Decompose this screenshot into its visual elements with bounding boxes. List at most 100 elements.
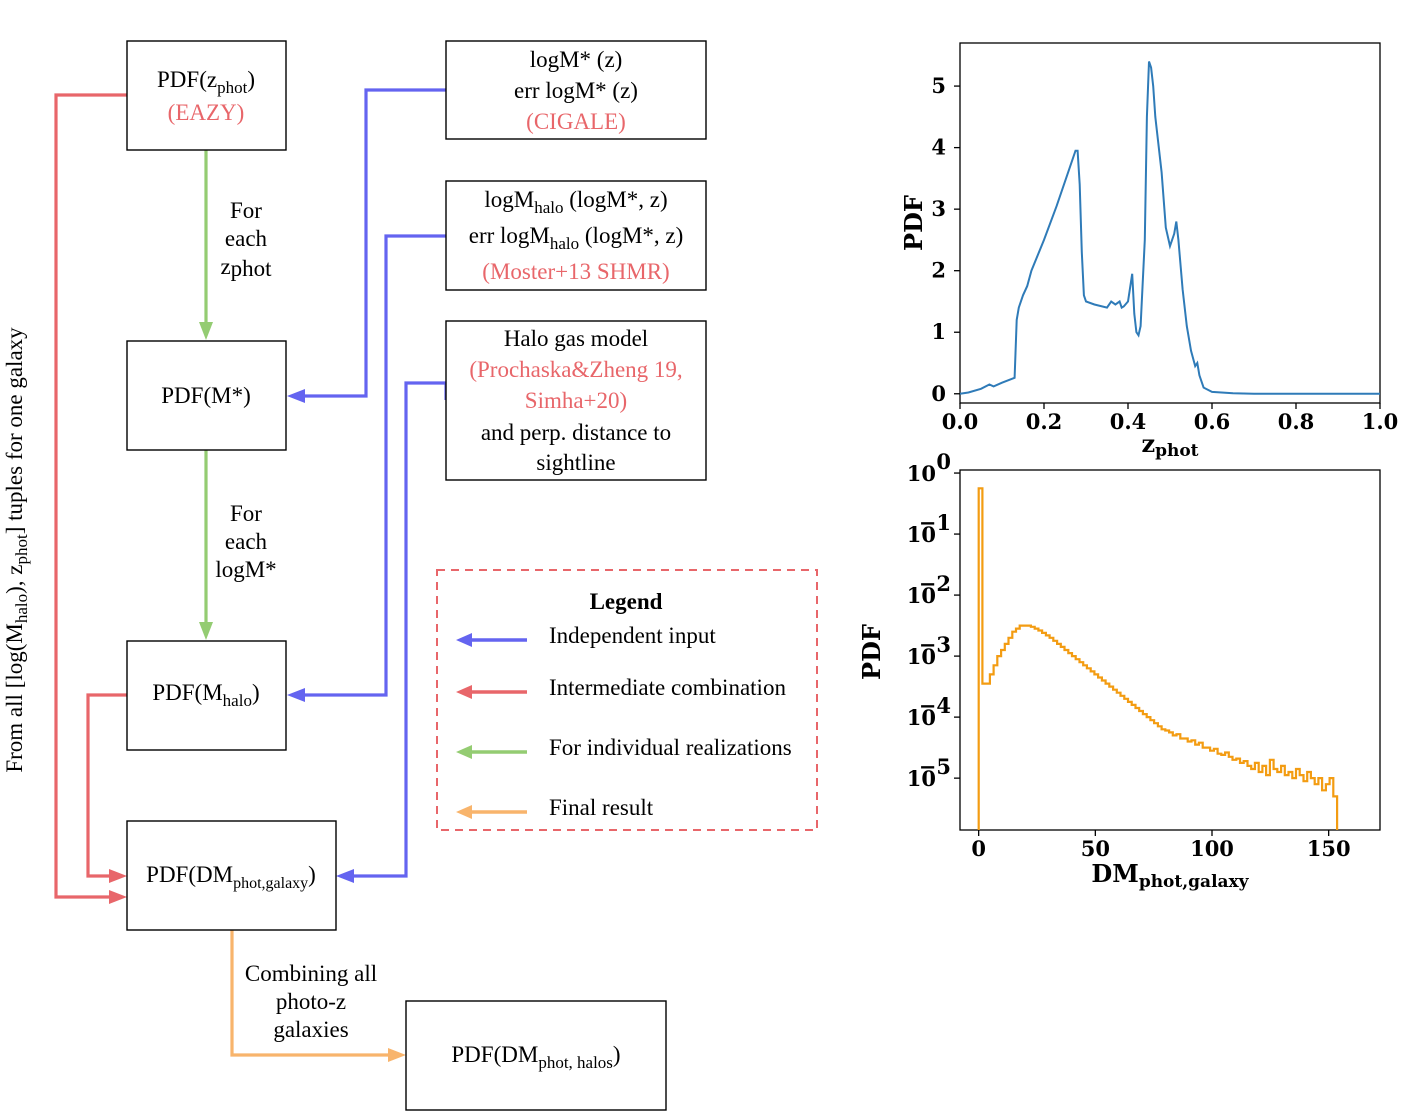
edge-logm-l2: each [225, 529, 268, 554]
chart1-xtick-label-5: 1.0 [1362, 409, 1399, 434]
svg-text:PDF(DMphot,galaxy): PDF(DMphot,galaxy) [146, 862, 316, 892]
chart1-ytick-label-1: 1 [931, 319, 946, 344]
halo-gas-source1: (Prochaska&Zheng 19, [469, 357, 682, 382]
chart2-ytick-label-3: 10 [907, 644, 936, 669]
arrowhead-shmr-to-mhalo [287, 688, 305, 702]
halo-gas-source2: Simha+20) [525, 388, 627, 413]
chart1-ytick-label-3: 3 [931, 196, 946, 221]
side-label-post: ] tuples for one galaxy [2, 327, 27, 534]
chart2-ytick-exp-2: −2 [919, 571, 951, 596]
chart1-xlabel: zphot [1141, 429, 1198, 461]
chart1-frame [959, 42, 1381, 404]
halo-gas-line1: Halo gas model [504, 326, 648, 351]
legend-label-0: Independent input [549, 623, 716, 648]
box-logm-star: logM* (z) err logM* (z) (CIGALE) [445, 40, 707, 140]
arrowhead-zphot-to-dm-galaxy [109, 890, 127, 904]
logm-halo-line2-pre: err logM [469, 223, 550, 248]
chart2-xtick-label-0: 0 [971, 836, 986, 861]
chart2-ytick-exp-1: −1 [919, 510, 951, 535]
pdf-mhalo-sub: halo [223, 691, 252, 710]
box-pdf-zphot: PDF(zphot) (EAZY) [126, 40, 287, 151]
arrowhead-mhalo-to-dm-galaxy [109, 869, 127, 883]
arrowhead-mstar-to-mhalo [199, 622, 213, 640]
pdf-dm-halos-post: ) [613, 1042, 621, 1067]
chart2-xlabel: DMphot,galaxy [1091, 859, 1249, 892]
chart1-ytick-label-4: 4 [931, 135, 946, 160]
chart2-ytick-label-0: 10 [907, 461, 936, 486]
edge-combining-l1: Combining all [245, 961, 377, 986]
logm-halo-source: (Moster+13 SHMR) [482, 259, 669, 284]
svg-text:err logMhalo (logM*, z): err logMhalo (logM*, z) [469, 223, 684, 253]
chart1-series-line [959, 61, 1380, 395]
edge-label-combining: Combining all photo-z galaxies [245, 961, 377, 1042]
arrowhead-cigale-to-mstar [287, 389, 305, 403]
chart2-histogram-steps [977, 487, 1339, 830]
chart2-xlabel-sub: phot,galaxy [1139, 872, 1250, 892]
chart2-ytick-label-4: 10 [907, 705, 936, 730]
svg-text:PDF(zphot): PDF(zphot) [157, 67, 255, 97]
logm-halo-line2-sub: halo [550, 234, 579, 253]
edge-combining-l3: galaxies [273, 1017, 348, 1042]
chart2-ytick-exp-3: −3 [919, 632, 951, 657]
chart2-xtick-label-1: 50 [1081, 836, 1110, 861]
edge-combining-l2: photo-z [276, 989, 346, 1014]
legend-frame [436, 569, 818, 831]
pdf-dm-galaxy-pre: PDF(DM [146, 862, 233, 887]
edge-cigale-to-mstar [305, 88, 446, 398]
logm-star-line2: err logM* (z) [514, 78, 638, 103]
halo-gas-line4: sightline [536, 450, 615, 475]
chart1-ytick-label-0: 0 [931, 381, 946, 406]
logm-halo-line2-post: (logM*, z) [579, 223, 683, 248]
logm-halo-line1-post: (logM*, z) [564, 187, 668, 212]
legend-label-3: Final result [549, 795, 654, 820]
edge-shmr-to-mhalo [305, 234, 446, 697]
chart2-ylabel: PDF [857, 624, 886, 680]
legend-label-2: For individual realizations [549, 735, 792, 760]
edge-zphot-l1: For [230, 198, 262, 223]
arrowhead-gas-to-dm-galaxy [336, 869, 354, 883]
chart1-xtick-label-3: 0.6 [1194, 409, 1231, 434]
box-logm-halo: logMhalo (logM*, z) err logMhalo (logM*,… [445, 180, 707, 291]
edge-zphot-l3-main: z [220, 254, 230, 279]
box-pdf-mstar: PDF(M*) [126, 340, 287, 451]
pdf-dm-halos-pre: PDF(DM [451, 1042, 538, 1067]
halo-gas-line3: and perp. distance to [481, 420, 671, 445]
chart2-ytick-label-2: 10 [907, 583, 936, 608]
chart2-xlabel-main: DM [1091, 859, 1138, 888]
svg-text:PDF(Mhalo): PDF(Mhalo) [152, 680, 259, 710]
chart2-ytick-exp-0: 0 [936, 449, 951, 474]
edge-galaxy-to-halos [230, 930, 388, 1057]
chart1-ytick-label-2: 2 [931, 258, 946, 283]
box-pdf-dm-halos: PDF(DMphot, halos) [405, 1000, 667, 1111]
pdf-zphot-source: (EAZY) [168, 100, 245, 125]
chart1-xlabel-sub: phot [1155, 441, 1199, 461]
pdf-mstar-label: PDF(M*) [161, 383, 250, 408]
pdf-zphot-sub: phot [217, 78, 248, 97]
pdf-mhalo-post: ) [252, 680, 260, 705]
svg-text:zphot: zphot [220, 254, 272, 281]
chart2-ytick-label-5: 10 [907, 766, 936, 791]
pdf-zphot-post: ) [247, 67, 255, 92]
pdf-mhalo-pre: PDF(M [152, 680, 222, 705]
legend-title: Legend [590, 589, 663, 614]
legend-arrowhead-1 [456, 685, 472, 699]
arrowhead-galaxy-to-halos [388, 1048, 406, 1062]
chart2-ytick-exp-5: −5 [919, 754, 951, 779]
chart2-xtick-label-2: 100 [1190, 836, 1234, 861]
svg-text:logMhalo (logM*, z): logMhalo (logM*, z) [484, 187, 667, 217]
pdf-dm-galaxy-sub: phot,galaxy [233, 875, 308, 892]
logm-halo-line1-sub: halo [534, 198, 563, 217]
edge-gas-to-dm-galaxy [354, 381, 448, 878]
arrowhead-zphot-to-mstar [199, 322, 213, 340]
logm-star-source: (CIGALE) [526, 109, 626, 134]
chart2-ytick-label-1: 10 [907, 522, 936, 547]
pdf-dm-halos-sub: phot, halos [538, 1053, 613, 1072]
box-pdf-mhalo: PDF(Mhalo) [126, 640, 287, 751]
edge-zphot-l3-sub: phot [231, 256, 273, 281]
chart1-xtick-label-2: 0.4 [1110, 409, 1147, 434]
